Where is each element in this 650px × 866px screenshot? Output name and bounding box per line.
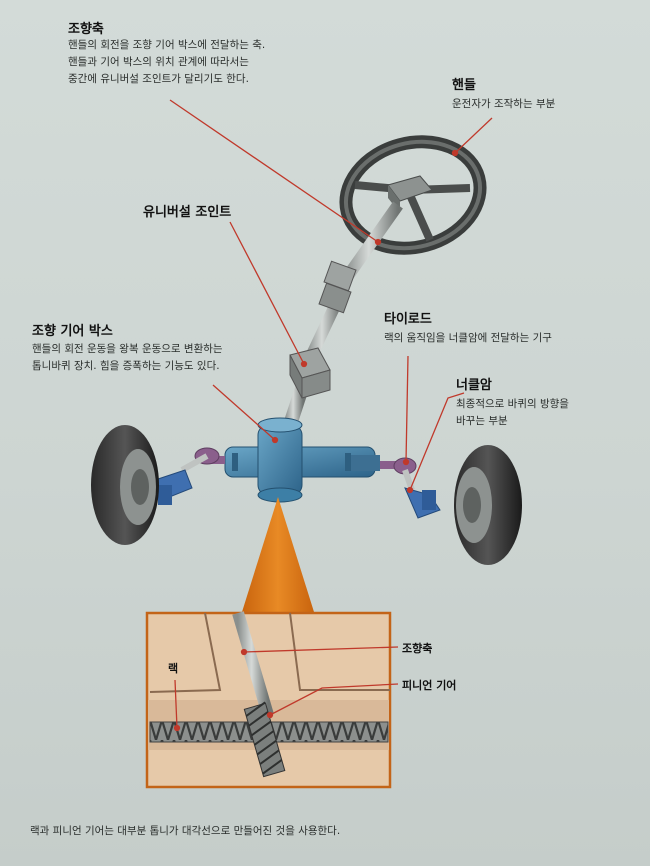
detail-shaft-label: 조향축 <box>402 642 433 655</box>
universal-joint-title: 유니버설 조인트 <box>143 205 232 220</box>
gear-box-title: 조향 기어 박스 <box>32 324 113 339</box>
handle-title: 핸들 <box>452 78 476 93</box>
magnify-cone <box>242 497 314 612</box>
tie-rod-title: 타이로드 <box>384 312 432 327</box>
knuckle-arm-left <box>154 469 193 505</box>
steering-shaft-title: 조향축 <box>68 22 104 37</box>
wheel-left <box>91 425 159 545</box>
tie-rod-right <box>380 457 417 475</box>
knuckle-arm-desc: 최종적으로 바퀴의 방향을 바꾸는 부분 <box>456 398 569 427</box>
steering-gear-box <box>257 417 303 503</box>
knuckle-arm-right <box>402 469 441 519</box>
figure-caption: 랙과 피니언 기어는 대부분 톱니가 대각선으로 만들어진 것을 사용한다. <box>30 825 341 837</box>
rack-pinion-detail <box>145 611 392 789</box>
wheel-right <box>454 445 522 565</box>
handle-desc: 운전자가 조작하는 부분 <box>452 98 556 110</box>
steering-wheel <box>339 135 487 255</box>
universal-joint-upper <box>318 260 357 314</box>
knuckle-arm-title: 너클암 <box>456 378 492 393</box>
pinion-gear-label: 피니언 기어 <box>402 679 457 692</box>
tie-rod-left <box>180 447 225 473</box>
gear-box-desc: 핸들의 회전 운동을 왕복 운동으로 변환하는 톱니바퀴 장치. 힘을 증폭하는… <box>32 343 223 372</box>
rack-label: 랙 <box>168 662 179 675</box>
tie-rod-desc: 랙의 움직임을 너클암에 전달하는 기구 <box>384 332 552 344</box>
steering-shaft-desc: 핸들의 회전을 조향 기어 박스에 전달하는 축. 핸들과 기어 박스의 위치 … <box>68 39 266 85</box>
leader-lines <box>169 99 493 732</box>
